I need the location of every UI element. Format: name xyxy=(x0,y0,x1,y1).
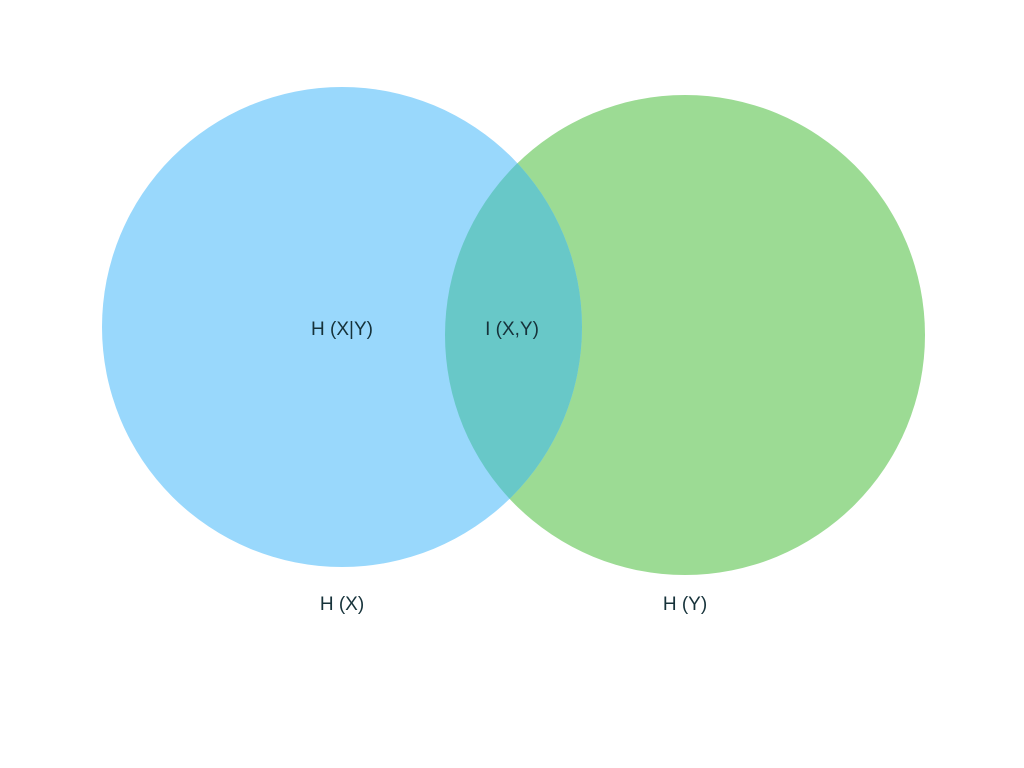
set-label-y: H (Y) xyxy=(663,594,707,615)
set-label-x: H (X) xyxy=(320,594,364,615)
set-x-circle xyxy=(102,87,582,567)
region-label-mutual-information: I (X,Y) xyxy=(485,319,539,340)
region-label-x-given-y: H (X|Y) xyxy=(311,319,373,340)
set-y-circle xyxy=(445,95,925,575)
